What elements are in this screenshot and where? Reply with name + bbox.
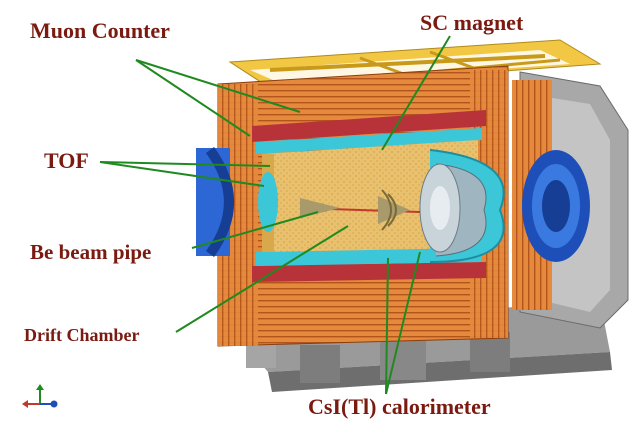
be-beam-pipe — [299, 189, 421, 231]
label-tof: TOF — [44, 148, 89, 173]
pointer-muon-1 — [135, 59, 301, 113]
label-muon-counter: Muon Counter — [30, 18, 170, 43]
tof-layer — [256, 128, 482, 266]
pointer-tof-1 — [99, 161, 271, 167]
label-be-beam-pipe: Be beam pipe — [30, 240, 152, 264]
label-csi-calorimeter: CsI(Tl) calorimeter — [308, 394, 491, 419]
label-drift-chamber: Drift Chamber — [24, 325, 140, 345]
sc-magnet-coil — [252, 110, 486, 282]
label-sc-magnet: SC magnet — [420, 10, 524, 35]
pointer-muon-2 — [135, 59, 251, 137]
pointer-csi-1 — [385, 257, 389, 395]
pointer-sc-magnet — [381, 35, 451, 151]
pointer-csi-2 — [385, 251, 421, 395]
endcap-right — [512, 71, 629, 329]
pointer-tof-2 — [99, 161, 265, 187]
pointer-lines — [99, 35, 451, 395]
pointer-drift-chamber — [175, 225, 349, 333]
pointer-be-beam-pipe — [191, 211, 319, 249]
csi-calorimeter — [419, 149, 505, 263]
axis-triad-icon — [22, 384, 58, 408]
